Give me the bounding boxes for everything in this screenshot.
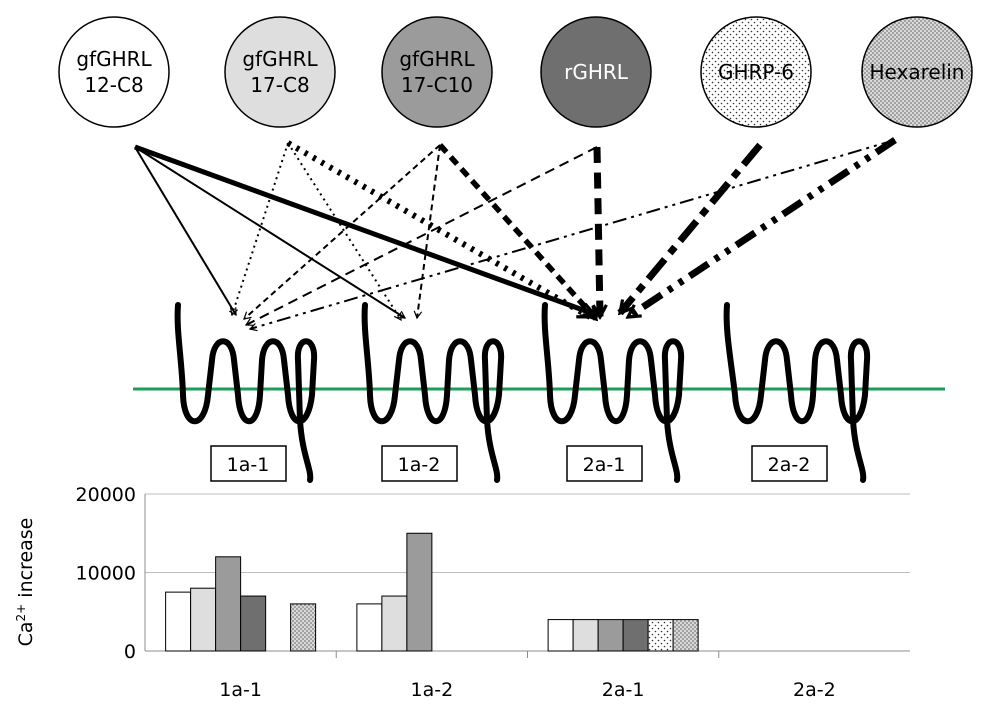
arrow-hexarelin-to-r2a1 <box>628 137 897 320</box>
chart-gridlines <box>144 493 910 652</box>
bar-ghrp6-2a-1 <box>647 619 674 652</box>
arrow-rghrl-to-r2a1 <box>597 146 600 317</box>
arrow-gf12-to-r1a2 <box>134 146 407 319</box>
receptor-label: 1a-2 <box>398 454 441 476</box>
arrow-gf17c8-to-r2a1 <box>286 140 590 320</box>
bar-hexarelin-2a-1 <box>672 619 699 652</box>
bar-gf17c10-1a-1 <box>215 556 242 652</box>
receptor-1a-2-seven-tm-icon <box>361 302 505 483</box>
ligand-variant: 17-C8 <box>250 73 309 97</box>
receptor-2a-2-seven-tm-icon <box>723 302 871 483</box>
arrow-gf17c8-to-r1a1 <box>229 142 289 317</box>
arrow-rghrl-to-r1a1 <box>244 146 598 326</box>
ligand-name: gfGHRL <box>242 47 318 71</box>
ligand-row: gfGHRL 12-C8 gfGHRL 17-C8 gfGHRL 17-C10 … <box>58 16 973 128</box>
chart-bars <box>165 532 699 652</box>
ligand-variant: 17-C10 <box>401 73 473 97</box>
chart-x-ticks: 1a-1 1a-2 2a-1 2a-2 <box>219 651 836 701</box>
chart-y-axis-label: Ca2+ increase <box>14 518 37 647</box>
x-tick-label: 2a-2 <box>793 679 836 701</box>
ligand-hexarelin: Hexarelin <box>861 16 973 128</box>
receptor-1a-1: 1a-1 <box>174 302 318 483</box>
x-tick-label: 2a-1 <box>602 679 645 701</box>
bar-hexarelin-1a-1 <box>290 603 317 652</box>
bar-gf12-1a-2 <box>356 603 383 652</box>
arrow-hexarelin-to-r1a1 <box>248 139 896 332</box>
calcium-bar-chart: 0 10000 20000 1a-1 1a-2 2a-1 2a-2 Ca2+ increa… <box>14 484 910 701</box>
y-label-ca: Ca <box>15 621 37 646</box>
receptor-1a-1-seven-tm-icon <box>174 302 318 483</box>
ligand-name: rGHRL <box>564 60 629 84</box>
x-tick-label: 1a-2 <box>411 679 454 701</box>
arrow-gf17c10-to-r2a1 <box>437 143 596 319</box>
y-label-rest: increase <box>15 518 37 604</box>
bar-gf12-2a-1 <box>547 619 574 652</box>
ligand-gfghrl-17-c10: gfGHRL 17-C10 <box>381 16 493 128</box>
ligand-variant: 12-C8 <box>84 73 143 97</box>
ligand-name: Hexarelin <box>870 60 965 84</box>
bar-rghrl-2a-1 <box>622 619 649 652</box>
y-tick-label: 0 <box>124 641 136 663</box>
receptor-row: 1a-1 1a-2 2a-1 2a-2 <box>174 302 871 483</box>
receptor-2a-1-seven-tm-icon <box>541 302 685 483</box>
bar-rghrl-1a-1 <box>240 595 267 652</box>
arrow-gf12-to-r1a1 <box>134 146 237 317</box>
arrow-gf17c8-to-r1a2 <box>287 142 402 322</box>
bar-gf17c8-2a-1 <box>572 619 599 652</box>
y-tick-label: 10000 <box>76 563 136 585</box>
y-tick-label: 20000 <box>76 484 136 506</box>
ligand-name: GHRP-6 <box>718 60 794 84</box>
bar-gf17c10-2a-1 <box>597 619 624 652</box>
arrow-gf17c10-to-r1a1 <box>243 144 441 320</box>
arrow-ghrp6-to-r2a1 <box>617 142 763 313</box>
ligand-name: gfGHRL <box>76 47 152 71</box>
bar-gf17c8-1a-1 <box>190 587 217 652</box>
bar-gf17c10-1a-2 <box>406 532 433 652</box>
ligand-rghrl: rGHRL <box>540 16 652 128</box>
ligand-gfghrl-12-c8: gfGHRL 12-C8 <box>58 16 170 128</box>
receptor-2a-1: 2a-1 <box>541 302 685 483</box>
receptor-label: 2a-1 <box>583 454 626 476</box>
receptor-1a-2: 1a-2 <box>361 302 505 483</box>
arrow-gf17c10-to-r1a2 <box>413 144 441 320</box>
chart-y-ticks: 0 10000 20000 <box>76 484 136 663</box>
receptor-2a-2: 2a-2 <box>723 302 871 483</box>
bar-gf12-1a-1 <box>165 591 192 652</box>
y-label-superscript: 2+ <box>14 604 28 622</box>
receptor-label: 1a-1 <box>227 454 270 476</box>
interaction-arrows <box>134 137 897 332</box>
ligand-name: gfGHRL <box>399 47 475 71</box>
ligand-ghrp-6: GHRP-6 <box>700 16 812 128</box>
x-tick-label: 1a-1 <box>219 679 262 701</box>
arrow-gf12-to-r2a1 <box>134 144 594 314</box>
receptor-label: 2a-2 <box>768 454 811 476</box>
ligand-gfghrl-17-c8: gfGHRL 17-C8 <box>224 16 336 128</box>
bar-gf17c8-1a-2 <box>381 595 408 652</box>
